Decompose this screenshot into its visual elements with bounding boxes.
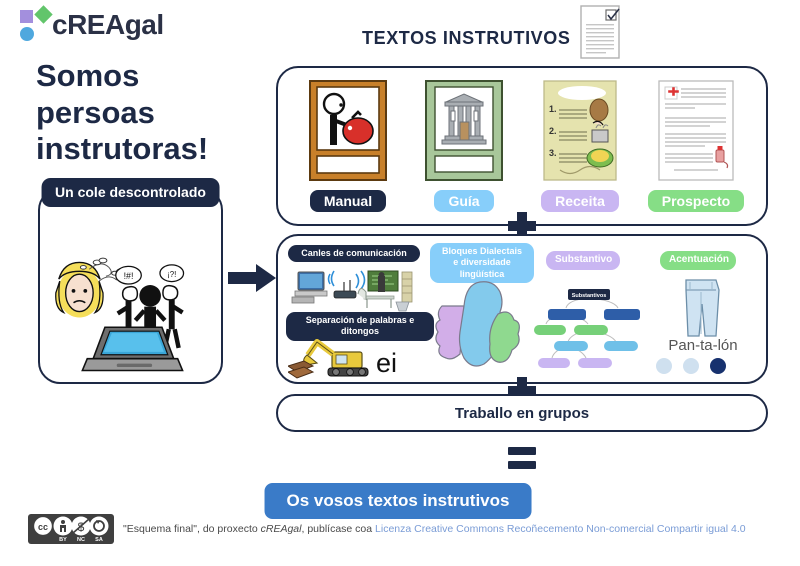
diagram-root-label: Substantivos bbox=[572, 293, 607, 299]
footer-text: "Esquema final", do proxecto cREAgal, pu… bbox=[123, 523, 746, 535]
topic-pill-substantivo[interactable]: Substantivo bbox=[546, 251, 620, 270]
arguing-people-icon: !#! ¡?! bbox=[115, 264, 185, 351]
diphthong-text: ei bbox=[376, 348, 397, 378]
brand-logo: cREAgal bbox=[18, 5, 164, 44]
purple-square-icon bbox=[20, 10, 33, 23]
topic-pill-separacion[interactable]: Separación de palabras e ditongos bbox=[286, 312, 434, 341]
right-arrow-icon bbox=[228, 264, 276, 292]
log-pile-icon bbox=[288, 360, 315, 379]
medicine-leaflet-thumb bbox=[658, 80, 734, 181]
svg-text:cc: cc bbox=[38, 522, 48, 532]
doc-card-guia[interactable]: Guía bbox=[414, 78, 514, 212]
monument-icon bbox=[441, 93, 487, 145]
group-work-row: Traballo en grupos bbox=[276, 394, 768, 432]
doc-label-manual: Manual bbox=[309, 190, 387, 212]
accent-word: Pan-ta-lón bbox=[668, 337, 738, 354]
svg-text:SA: SA bbox=[95, 537, 103, 543]
communication-channels-art bbox=[291, 270, 413, 312]
syllable-dot-1 bbox=[656, 358, 672, 374]
page-headline: Somos persoas instrutoras! bbox=[36, 58, 209, 167]
footer-text-before: "Esquema final", do proxecto bbox=[123, 523, 261, 535]
substantivo-tree-diagram: Substantivos bbox=[534, 289, 640, 368]
jeans-icon bbox=[685, 279, 720, 337]
svg-text:BY: BY bbox=[59, 537, 67, 543]
svg-text:!#!: !#! bbox=[124, 271, 134, 281]
svg-text:¡?!: ¡?! bbox=[167, 270, 176, 279]
medicine-bottle-icon bbox=[715, 146, 729, 169]
buzzing-flies-icon bbox=[79, 257, 124, 282]
topic-pill-bloques[interactable]: Bloques Dialectais e diversidade lingüís… bbox=[430, 243, 534, 283]
checklist-document-icon bbox=[580, 5, 620, 59]
syllable-dot-2 bbox=[683, 358, 699, 374]
recipe-sheet-thumb: 1. 2. 3. bbox=[543, 80, 617, 181]
excavator-icon bbox=[303, 339, 369, 377]
svg-text:2.: 2. bbox=[549, 126, 557, 136]
doc-card-manual[interactable]: Manual bbox=[298, 78, 398, 212]
footer-project: cREAgal bbox=[260, 523, 302, 535]
topic-pill-acentuacion[interactable]: Acentuación bbox=[660, 251, 736, 270]
doc-card-receita[interactable]: 1. 2. 3. Receita bbox=[530, 78, 630, 212]
svg-text:NC: NC bbox=[77, 537, 85, 543]
language-contents-row: Canles de comunicación bbox=[276, 234, 768, 384]
logo-marks bbox=[18, 5, 60, 44]
frustrated-girl-icon bbox=[55, 261, 104, 318]
text-types-row: Manual Guía bbox=[276, 66, 768, 226]
svg-text:1.: 1. bbox=[549, 104, 557, 114]
header-title: TEXTOS INSTRUTIVOS bbox=[362, 28, 571, 48]
svg-text:3.: 3. bbox=[549, 148, 557, 158]
manual-book-thumb bbox=[309, 80, 387, 181]
galicia-map-art bbox=[435, 281, 520, 367]
doc-label-prospecto: Prospecto bbox=[647, 190, 745, 212]
footer-license-link[interactable]: Licenza Creative Commons Recoñecemento N… bbox=[375, 523, 746, 535]
doc-label-receita: Receita bbox=[541, 190, 619, 212]
equals-separator bbox=[508, 447, 536, 469]
problem-panel: Un cole descontrolado !#! ¡?! bbox=[38, 178, 223, 384]
problem-pill-label: Un cole descontrolado bbox=[41, 178, 220, 207]
logo-wordmark: cREAgal bbox=[52, 9, 164, 40]
doc-label-guia: Guía bbox=[434, 190, 494, 212]
plus-separator-top bbox=[508, 212, 536, 240]
footer-text-middle: , publícase coa bbox=[301, 523, 376, 535]
classroom-icon bbox=[357, 270, 413, 312]
blue-circle-icon bbox=[20, 27, 34, 41]
plus-icon bbox=[508, 212, 536, 240]
person-with-ball-icon bbox=[322, 92, 374, 145]
desktop-computer-icon bbox=[291, 271, 328, 304]
green-diamond-icon bbox=[34, 5, 53, 24]
equals-bar-bottom bbox=[508, 461, 536, 469]
group-work-label: Traballo en grupos bbox=[454, 404, 590, 422]
doc-card-prospecto[interactable]: Prospecto bbox=[646, 78, 746, 212]
cc-by-nc-sa-badge-icon[interactable]: cc $ BY NC SA bbox=[28, 514, 114, 544]
topic-pill-canles[interactable]: Canles de comunicación bbox=[288, 245, 420, 263]
plus-separator-bottom bbox=[508, 377, 536, 405]
svg-text:$: $ bbox=[78, 520, 85, 534]
laptop-icon bbox=[81, 326, 184, 372]
footer: cc $ BY NC SA "Esquema final", do proxecto… bbox=[28, 514, 780, 544]
syllable-dot-3-stressed bbox=[710, 358, 726, 374]
wifi-router-icon bbox=[327, 270, 366, 299]
result-button[interactable]: Os vosos textos instrutivos bbox=[264, 483, 532, 519]
excavator-art: ei bbox=[288, 339, 397, 379]
syllable-dots bbox=[656, 358, 726, 374]
chaotic-school-illustration: !#! ¡?! bbox=[55, 257, 185, 372]
guide-book-thumb bbox=[425, 80, 503, 181]
equals-bar-top bbox=[508, 447, 536, 455]
plus-icon bbox=[508, 377, 536, 405]
